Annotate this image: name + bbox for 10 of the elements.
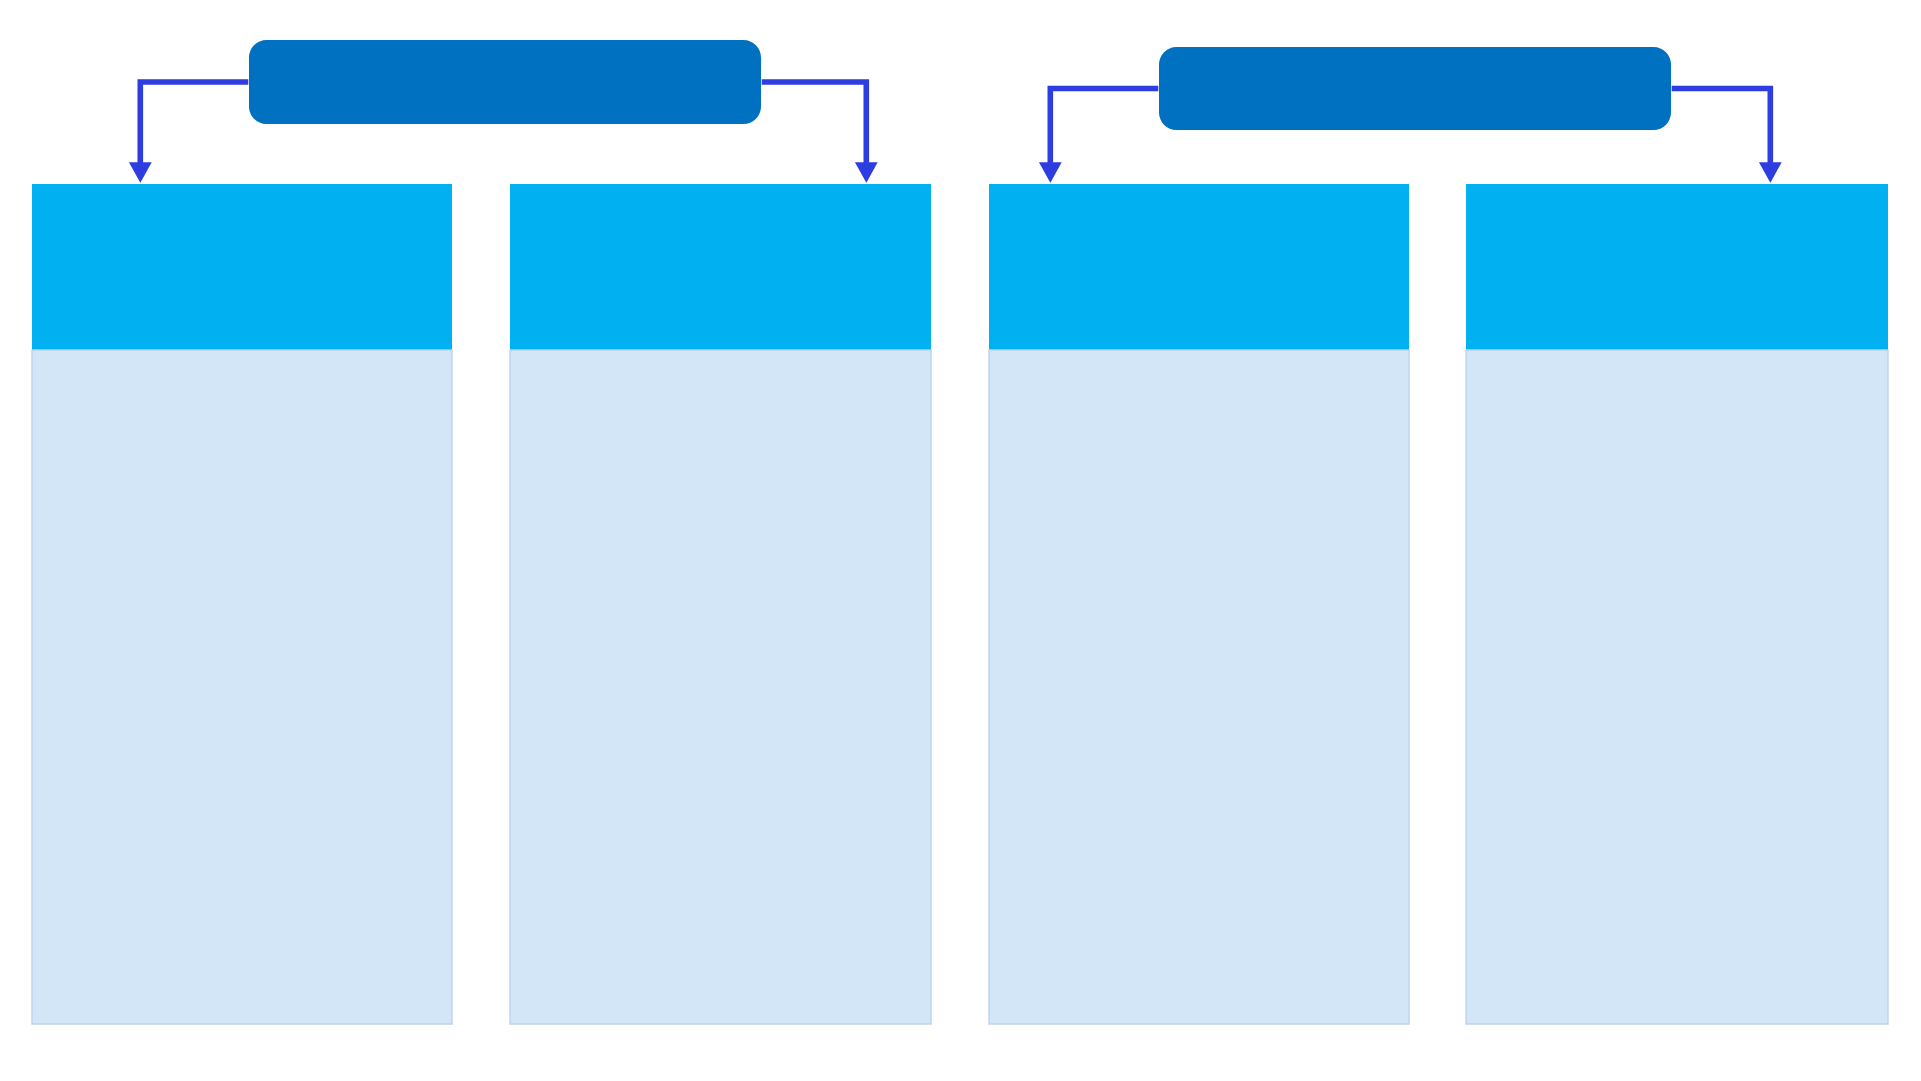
- title-box: [1159, 47, 1671, 130]
- column-body: [1465, 349, 1889, 1025]
- title-box: [249, 40, 761, 124]
- column-header: [510, 184, 931, 350]
- column-body: [988, 349, 1410, 1025]
- column-body: [31, 349, 453, 1025]
- column-body: [509, 349, 932, 1025]
- column-header: [32, 184, 452, 350]
- column-header: [989, 184, 1409, 350]
- column-header: [1466, 184, 1888, 350]
